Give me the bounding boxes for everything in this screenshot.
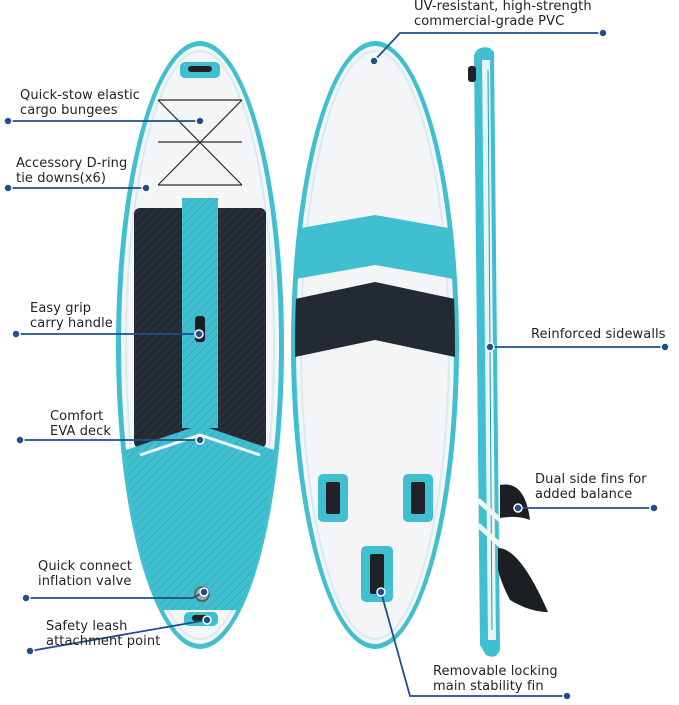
callout-valve-line1: Quick connect [38, 559, 133, 574]
callout-main-fin-line1: Removable locking [433, 664, 558, 679]
callout-handle-line2: carry handle [30, 316, 113, 331]
chevron-teal [295, 215, 455, 280]
main-fin [498, 548, 548, 612]
callout-uv-pvc: UV-resistant, high-strength commercial-g… [414, 0, 592, 29]
callout-bungees-line2: cargo bungees [20, 103, 118, 118]
bungee-cords [157, 99, 243, 186]
callout-d-rings-line2: tie downs(x6) [16, 171, 107, 186]
callout-leash-line1: Safety leash [46, 619, 128, 634]
board-top-view [116, 41, 284, 649]
callout-d-rings: Accessory D-ring tie downs(x6) [16, 156, 127, 186]
callout-side-fins-line2: added balance [535, 487, 633, 502]
deck-stripe [182, 198, 218, 428]
callout-bungees: Quick-stow elastic cargo bungees [20, 88, 140, 118]
callout-eva-line1: Comfort [50, 409, 104, 424]
callout-dots [3, 28, 670, 701]
tail-pad [126, 425, 274, 610]
callout-side-fins: Dual side fins for added balance [535, 472, 647, 502]
chevron-dark [295, 282, 455, 358]
callout-main-fin-line2: main stability fin [433, 679, 544, 694]
callout-leash-line2: attachment point [46, 634, 161, 649]
board-bottom-view [291, 41, 459, 649]
callout-eva: Comfort EVA deck [50, 409, 111, 439]
callout-handle-line1: Easy grip [30, 301, 92, 316]
board-side-view [468, 47, 548, 657]
callout-uv-pvc-line1: UV-resistant, high-strength [414, 0, 592, 14]
callout-valve: Quick connect inflation valve [38, 559, 132, 589]
callout-eva-line2: EVA deck [50, 424, 112, 439]
callout-sidewalls-line1: Reinforced sidewalls [531, 327, 666, 342]
callout-valve-line2: inflation valve [38, 574, 132, 589]
callout-uv-pvc-line2: commercial-grade PVC [414, 14, 565, 29]
callout-main-fin: Removable locking main stability fin [433, 664, 558, 694]
callout-bungees-line1: Quick-stow elastic [20, 88, 141, 103]
callout-d-rings-line1: Accessory D-ring [16, 156, 128, 171]
callout-leash: Safety leash attachment point [46, 619, 160, 649]
side-fin [500, 484, 530, 520]
callout-handle: Easy grip carry handle [30, 301, 113, 331]
callout-sidewalls: Reinforced sidewalls [531, 327, 666, 342]
callout-side-fins-line1: Dual side fins for [535, 472, 647, 487]
